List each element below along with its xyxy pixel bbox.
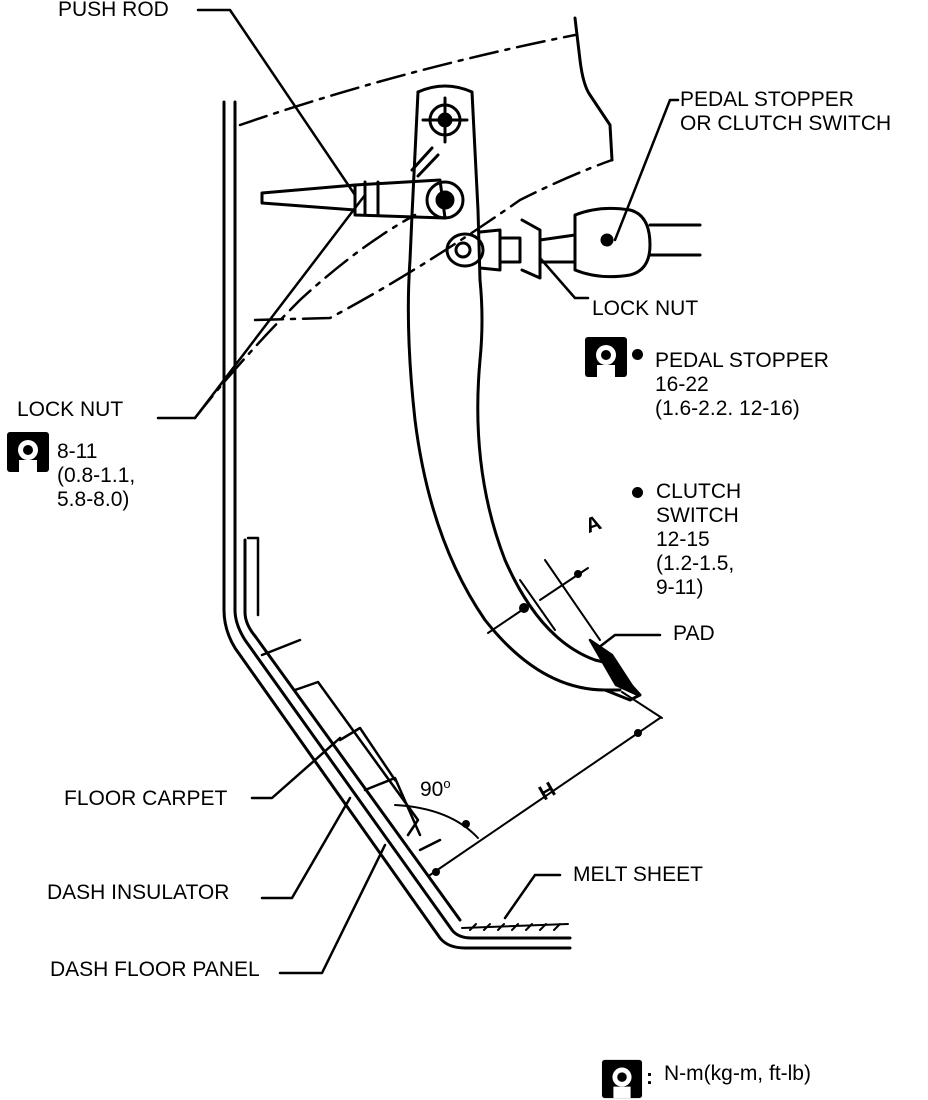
push-rod-assembly <box>260 146 465 220</box>
dimension-a-lines <box>487 559 601 641</box>
angle-label: 90o <box>420 772 451 802</box>
pedal-stopper-torque: PEDAL STOPPER 16-22 (1.6-2.2. 12-16) <box>655 349 829 421</box>
torque-value: 12-15 <box>656 528 710 551</box>
torque-value: 16-22 <box>655 373 709 396</box>
melt-sheet-hatch <box>461 923 569 931</box>
pedal-stopper-assembly <box>445 206 702 280</box>
lock-nut-left-label: LOCK NUT <box>17 398 124 421</box>
legend-colon: : <box>646 1066 653 1089</box>
dimension-h-lines <box>394 691 663 876</box>
degree-mark: o <box>443 776 451 791</box>
dash-floor-panel-label: DASH FLOOR PANEL <box>50 958 260 981</box>
torque-value-alt: 5.8-8.0) <box>57 488 130 511</box>
torque-value-alt: (0.8-1.1, <box>57 464 136 487</box>
leader-lines <box>156 8 680 975</box>
torque-value-alt: 9-11) <box>656 576 704 599</box>
pedal-pad <box>588 638 640 697</box>
torque-wrench-icon <box>7 432 49 472</box>
dash-floor-panel <box>222 100 572 950</box>
angle-value: 90 <box>420 778 444 801</box>
floor-carpet-label: FLOOR CARPET <box>64 787 228 810</box>
pivot-bolt-icon <box>421 96 469 144</box>
torque-value-alt: (1.6-2.2. 12-16) <box>655 397 800 420</box>
bullet-dot-icon <box>632 487 643 498</box>
clutch-switch-torque: CLUTCH SWITCH 12-15 (1.2-1.5, 9-11) <box>656 480 741 600</box>
dash-insulator-label: DASH INSULATOR <box>47 881 230 904</box>
legend-units: N-m(kg-m, ft-lb) <box>664 1062 811 1085</box>
lock-nut-right-label: LOCK NUT <box>592 297 699 320</box>
floor-carpet-layers <box>246 536 442 852</box>
torque-title: PEDAL STOPPER <box>655 349 829 372</box>
dash-panel-edge <box>573 16 614 162</box>
torque-value-alt: (1.2-1.5, <box>656 552 735 575</box>
label-line: OR CLUTCH SWITCH <box>680 112 892 135</box>
pedal-stopper-or-clutch-switch-label: PEDAL STOPPER OR CLUTCH SWITCH <box>680 88 891 136</box>
torque-value: 8-11 <box>57 440 98 463</box>
torque-title: CLUTCH <box>656 480 742 503</box>
melt-sheet-label: MELT SHEET <box>573 863 703 886</box>
label-line: PEDAL STOPPER <box>680 88 854 111</box>
torque-wrench-icon <box>601 1059 643 1099</box>
push-rod-label: PUSH ROD <box>58 0 169 21</box>
bullet-dot-icon <box>632 349 643 360</box>
lock-nut-torque: 8-11 (0.8-1.1, 5.8-8.0) <box>57 440 135 512</box>
torque-title: SWITCH <box>656 504 739 527</box>
pad-label: PAD <box>673 622 715 645</box>
torque-wrench-icon <box>585 337 627 377</box>
dash-panel-phantom-line <box>193 33 614 420</box>
